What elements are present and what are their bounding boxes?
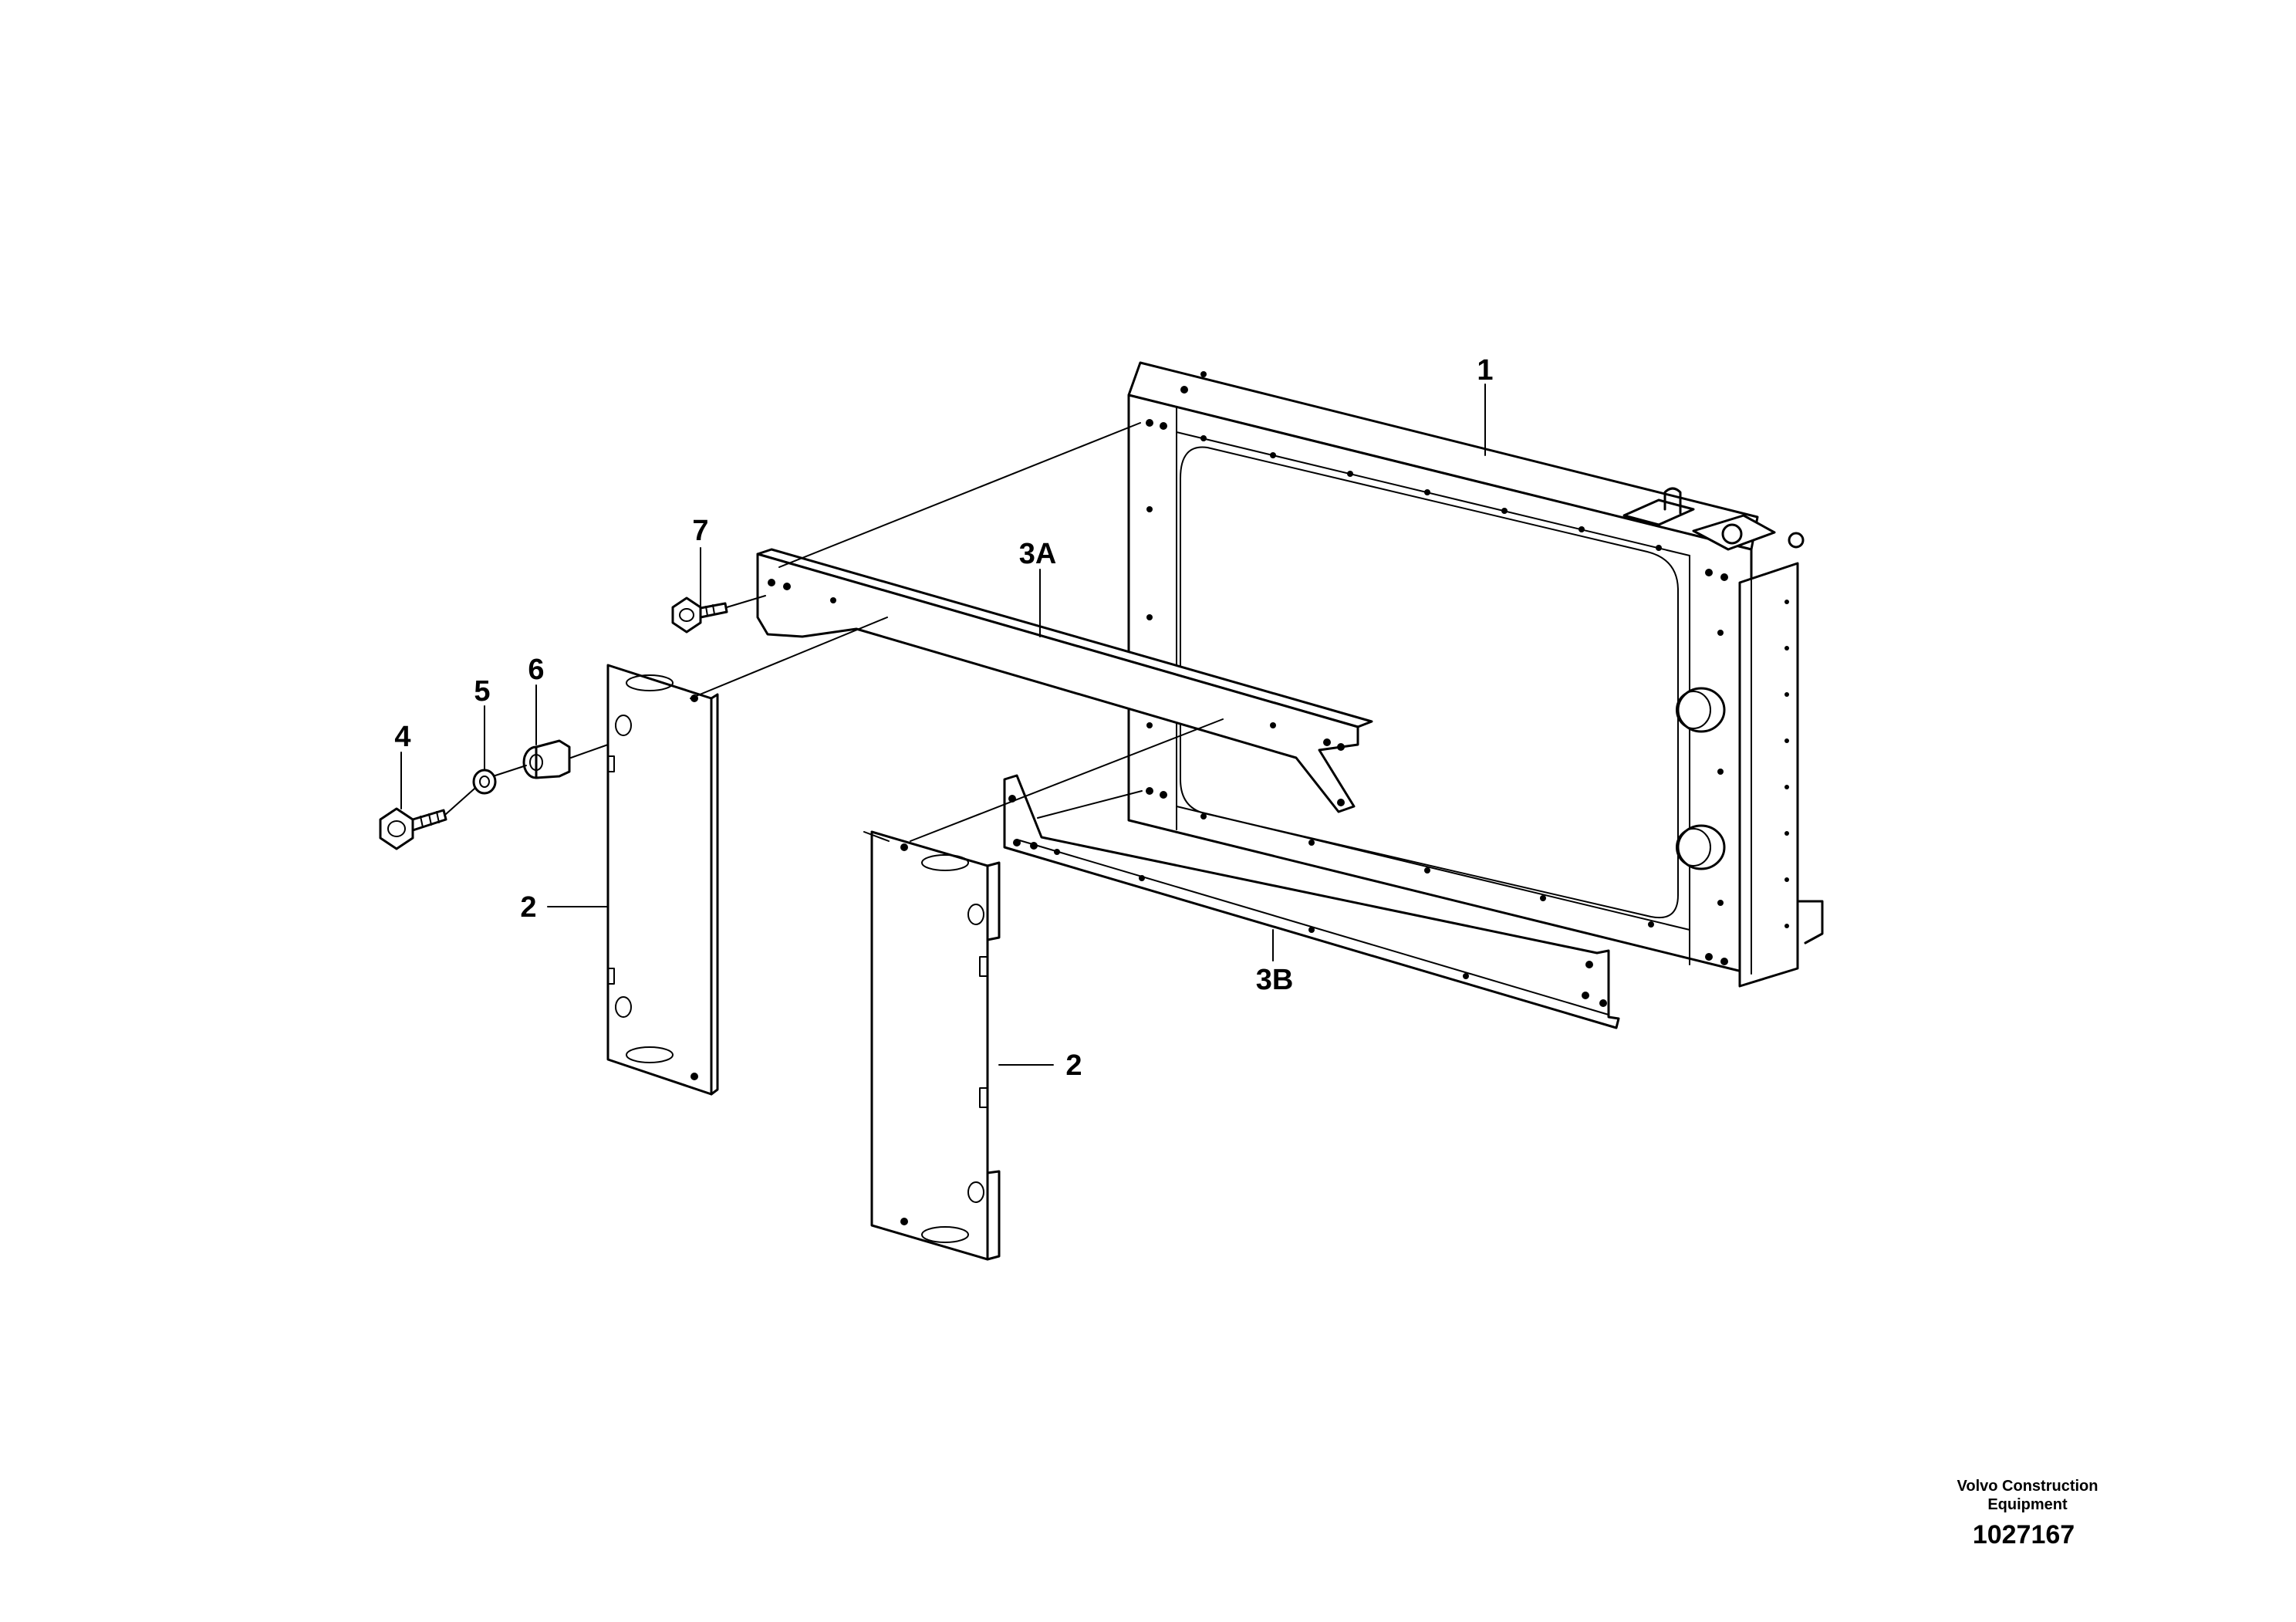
- footer: Volvo Construction Equipment 1027167: [1957, 1478, 2098, 1549]
- callout-7: 7: [692, 515, 708, 547]
- bolt-7: [671, 596, 728, 634]
- upper-bracket-3a: [756, 548, 1373, 813]
- document-number: 1027167: [1973, 1520, 2075, 1549]
- cover-plate-left: [606, 664, 719, 1096]
- callout-2-left: 2: [520, 891, 536, 924]
- callout-2-right: 2: [1065, 1049, 1082, 1082]
- washer-5: [472, 769, 497, 795]
- callout-3b: 3B: [1256, 964, 1294, 996]
- callout-labels: 1 3A 3B 4 5 6 7 2 2: [394, 354, 1493, 1082]
- callout-leaders: [400, 384, 1486, 1066]
- radiator-frame: [1127, 361, 1824, 988]
- callout-5: 5: [474, 675, 490, 708]
- credit-line-2: Equipment: [1987, 1496, 2068, 1513]
- assembly-lines: [445, 422, 1224, 842]
- callout-4: 4: [394, 721, 410, 753]
- spacer-6: [522, 739, 571, 779]
- callout-3a: 3A: [1019, 538, 1057, 570]
- callout-1: 1: [1477, 354, 1493, 387]
- bolt-4: [379, 807, 447, 850]
- credit-line-1: Volvo Construction: [1957, 1478, 2098, 1495]
- cover-plate-right: [870, 830, 1001, 1261]
- lower-bracket-3b: [1003, 774, 1620, 1029]
- callout-6: 6: [528, 654, 544, 686]
